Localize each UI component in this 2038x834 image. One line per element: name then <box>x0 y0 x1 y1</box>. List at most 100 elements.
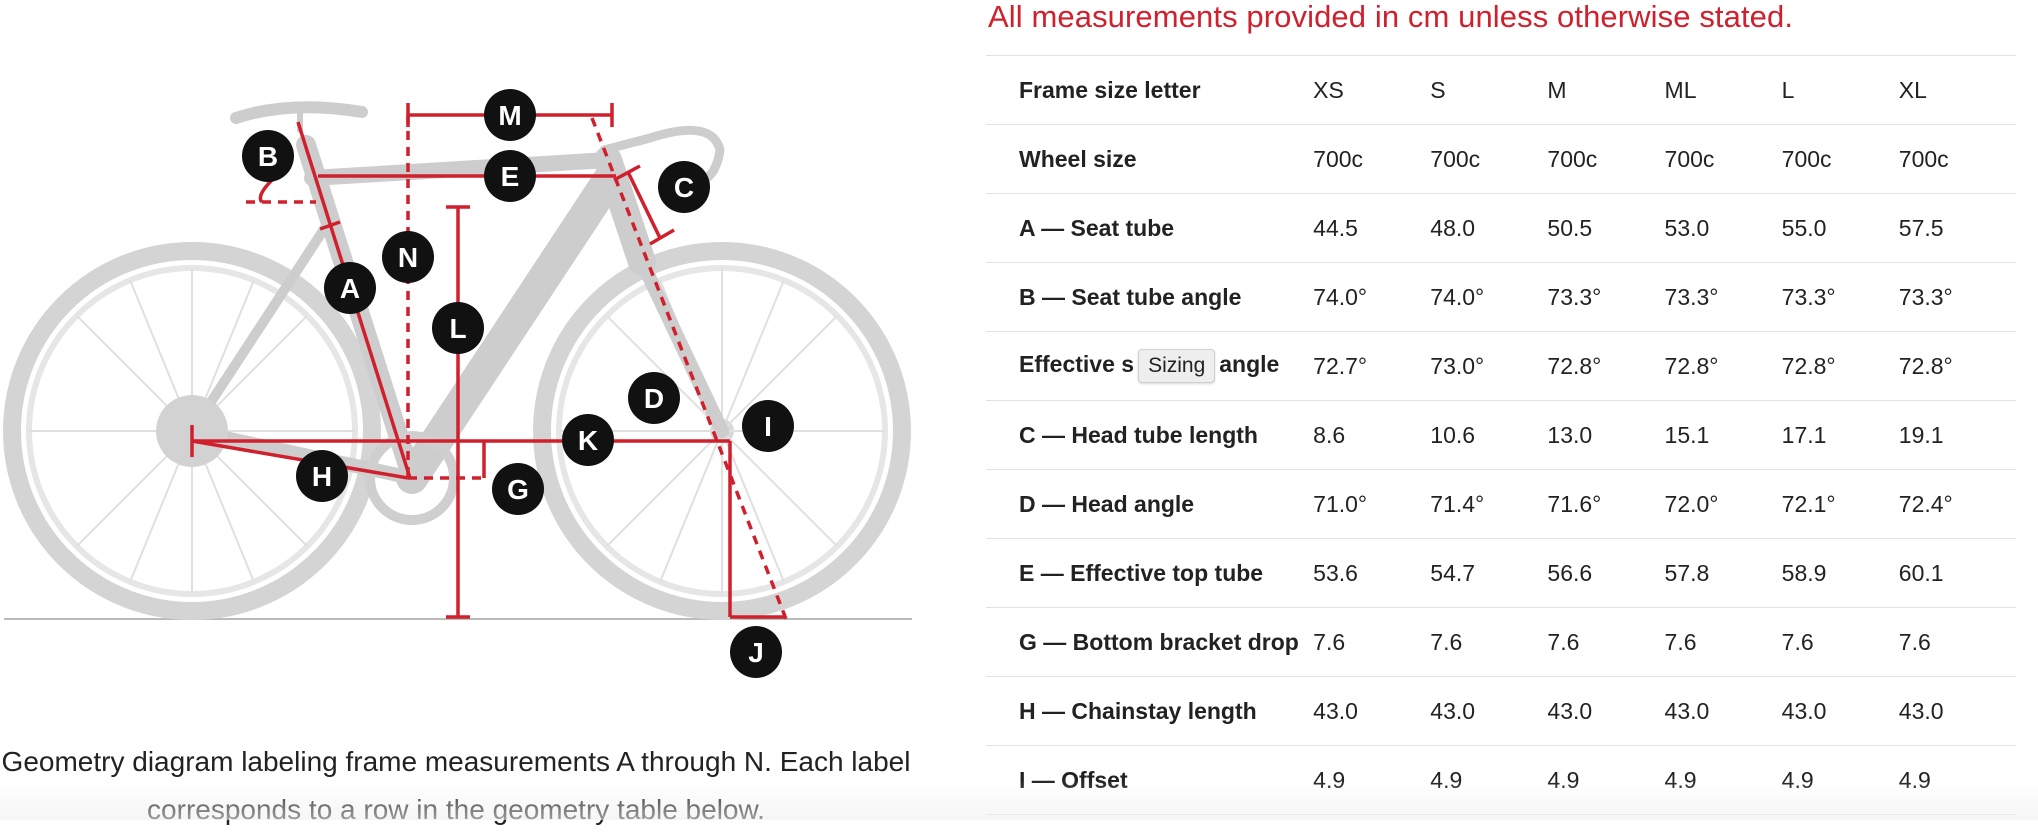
size-header-cell: L <box>1781 76 1795 103</box>
value-cell: 4.9 <box>1781 766 1814 793</box>
label-e: E <box>484 150 536 202</box>
measurement-notice: All measurements provided in cm unless o… <box>988 0 1794 34</box>
size-header-cell: ML <box>1664 76 1697 103</box>
label-c: C <box>658 161 710 213</box>
label-i: I <box>742 400 794 452</box>
value-cell: 44.5 <box>1313 214 1358 241</box>
value-cell: 43.0 <box>1781 697 1827 724</box>
value-cell: 56.6 <box>1547 559 1593 586</box>
label-k: K <box>562 414 614 466</box>
value-cell: 700c <box>1547 145 1598 172</box>
svg-text:D: D <box>644 383 664 414</box>
value-cell: 72.8° <box>1664 352 1719 379</box>
value-cell: 4.9 <box>1664 766 1697 793</box>
value-cell: 72.4° <box>1898 490 1953 517</box>
table-row: B — Seat tube angle 74.0° 74.0° 73.3° 73.3° 7… <box>986 262 2016 332</box>
value-cell: 700c <box>1898 145 1949 172</box>
value-cell: 73.0° <box>1430 352 1485 379</box>
value-cell: 57.5 <box>1898 214 1944 241</box>
value-cell: 7.6 <box>1781 628 1814 655</box>
value-cell: 7.6 <box>1547 628 1580 655</box>
value-cell: 71.4° <box>1430 490 1485 517</box>
row-label: B — Seat tube angle <box>1019 283 1242 310</box>
svg-text:A: A <box>340 273 360 304</box>
value-cell: 72.8° <box>1781 352 1836 379</box>
svg-text:H: H <box>312 461 332 492</box>
value-cell: 7.6 <box>1664 628 1697 655</box>
value-cell: 71.0° <box>1313 490 1368 517</box>
value-cell: 57.8 <box>1664 559 1710 586</box>
sizing-tooltip: Sizing <box>1138 349 1216 383</box>
value-cell: 72.8° <box>1547 352 1602 379</box>
value-cell: 73.3° <box>1781 283 1836 310</box>
value-cell: 73.3° <box>1664 283 1719 310</box>
svg-text:L: L <box>449 313 466 344</box>
value-cell: 74.0° <box>1430 283 1485 310</box>
value-cell: 43.0 <box>1430 697 1476 724</box>
value-cell: 700c <box>1781 145 1832 172</box>
row-label: I — Offset <box>1019 766 1128 793</box>
label-l: L <box>432 302 484 354</box>
value-cell: 15.1 <box>1664 421 1710 448</box>
value-cell: 43.0 <box>1898 697 1944 724</box>
label-a: A <box>324 262 376 314</box>
value-cell: 4.9 <box>1898 766 1931 793</box>
value-cell: 71.6° <box>1547 490 1602 517</box>
row-label: C — Head tube length <box>1019 421 1258 448</box>
label-g: G <box>492 463 544 515</box>
size-header-cell: XL <box>1898 76 1927 103</box>
row-label: G — Bottom bracket drop <box>1019 628 1299 655</box>
bike-geometry-svg: A B C D E G H I J K L M N <box>3 89 912 678</box>
size-header-cell: XS <box>1313 76 1344 103</box>
value-cell: 58.9 <box>1781 559 1827 586</box>
value-cell: 700c <box>1664 145 1715 172</box>
value-cell: 19.1 <box>1898 421 1944 448</box>
value-cell: 43.0 <box>1547 697 1593 724</box>
svg-text:B: B <box>258 141 278 172</box>
value-cell: 74.0° <box>1313 283 1368 310</box>
value-cell: 700c <box>1313 145 1364 172</box>
value-cell: 53.0 <box>1664 214 1710 241</box>
svg-text:G: G <box>507 474 529 505</box>
svg-text:E: E <box>501 161 520 192</box>
label-j: J <box>730 626 782 678</box>
size-header-cell: S <box>1430 76 1446 103</box>
value-cell: 54.7 <box>1430 559 1476 586</box>
value-cell: 72.0° <box>1664 490 1719 517</box>
value-cell: 73.3° <box>1898 283 1953 310</box>
value-cell: 7.6 <box>1313 628 1346 655</box>
value-cell: 4.9 <box>1313 766 1346 793</box>
row-label-start: Effective s <box>1019 351 1135 377</box>
label-b: B <box>242 130 294 182</box>
value-cell: 72.1° <box>1781 490 1836 517</box>
row-label: E — Effective top tube <box>1019 559 1264 586</box>
label-m: M <box>484 89 536 141</box>
table-row: Wheel size 700c 700c 700c 700c 700c 700c <box>986 124 2016 194</box>
svg-text:I: I <box>764 411 772 442</box>
row-label: Wheel size <box>1019 145 1137 172</box>
value-cell: 53.6 <box>1313 559 1358 586</box>
value-cell: 700c <box>1430 145 1481 172</box>
value-cell: 7.6 <box>1898 628 1931 655</box>
label-h: H <box>296 450 348 502</box>
row-label: A — Seat tube <box>1019 214 1175 241</box>
value-cell: 10.6 <box>1430 421 1476 448</box>
row-label: H — Chainstay length <box>1019 697 1257 724</box>
size-header-cell: M <box>1547 76 1567 103</box>
svg-text:C: C <box>674 172 694 203</box>
table-row: E — Effective top tube 53.6 54.7 56.6 57.8 58… <box>986 538 2016 608</box>
geometry-diagram: A B C D E G H I J K L M N Geometry diagr… <box>0 0 920 825</box>
value-cell: 48.0 <box>1430 214 1476 241</box>
value-cell: 17.1 <box>1781 421 1827 448</box>
measurement-lines <box>190 103 788 620</box>
value-cell: 60.1 <box>1898 559 1944 586</box>
chainring <box>365 431 459 525</box>
geometry-table-section: All measurements provided in cm unless o… <box>986 0 2016 815</box>
svg-text:M: M <box>498 100 521 131</box>
value-cell: 43.0 <box>1664 697 1710 724</box>
